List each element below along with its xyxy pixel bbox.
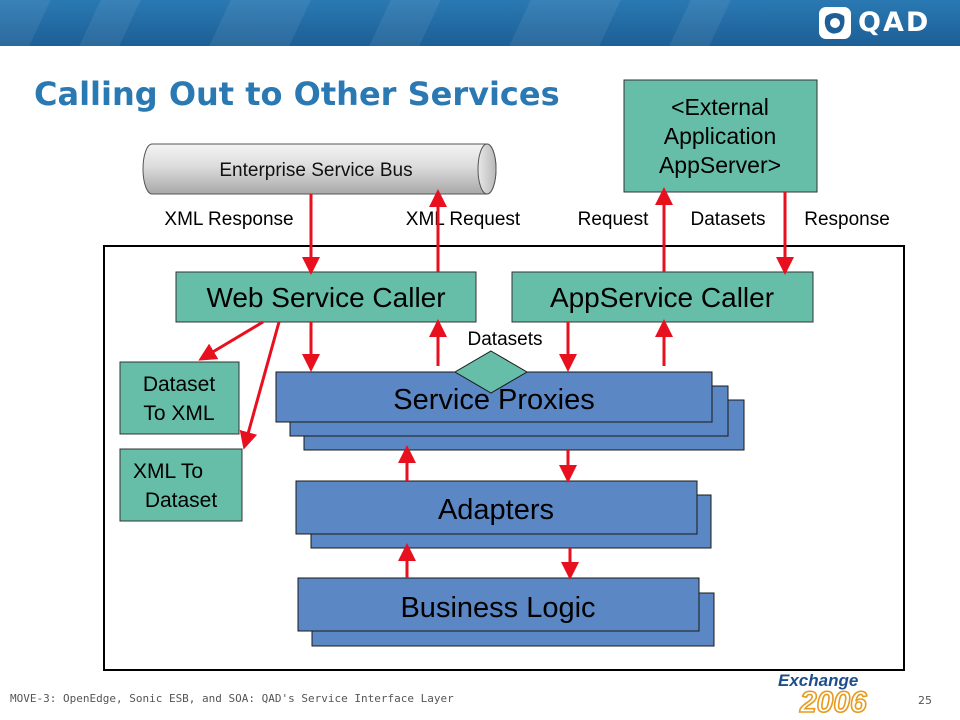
request-label: Request (578, 209, 649, 230)
enterprise-service-bus: Enterprise Service Bus (142, 143, 497, 195)
header-bar: QAD (0, 0, 960, 46)
datasets-mid-label: Datasets (468, 329, 543, 350)
external-appserver-box: <External Application AppServer> (623, 79, 818, 193)
business-logic-stack: Business Logic (297, 577, 715, 647)
external-appserver-line-2: Application (664, 123, 777, 149)
page-number: 25 (918, 694, 932, 707)
qad-logo-icon (819, 7, 851, 39)
external-appserver-line-1: <External (671, 94, 769, 120)
flow-arrows (198, 187, 794, 580)
exchange-2006-logo: Exchange 2006 (778, 671, 868, 716)
web-service-caller-label: Web Service Caller (206, 282, 445, 313)
exchange-word: Exchange (778, 671, 858, 690)
xml-to-dataset-line-2: Dataset (145, 489, 218, 512)
qad-logo: QAD (818, 6, 930, 40)
external-appserver-line-3: AppServer> (659, 152, 781, 178)
xml-to-dataset-line-1: XML To (133, 460, 203, 483)
business-logic-label: Business Logic (400, 592, 595, 624)
response-label: Response (804, 209, 890, 230)
datasets-diamond (454, 350, 528, 394)
slide-title: Calling Out to Other Services (34, 75, 560, 113)
service-proxies-stack: Service Proxies (275, 371, 745, 451)
footer-text: MOVE-3: OpenEdge, Sonic ESB, and SOA: QA… (10, 692, 454, 705)
dataset-to-xml-line-2: To XML (143, 402, 214, 425)
appservice-caller-box: AppService Caller (511, 271, 814, 323)
adapters-label: Adapters (438, 494, 554, 526)
dataset-to-xml-box: Dataset To XML (119, 361, 240, 435)
brand-name: QAD (858, 7, 931, 38)
web-service-caller-box: Web Service Caller (175, 271, 477, 323)
exchange-year: 2006 (799, 686, 867, 716)
arrow-to-xml-to-dataset (239, 321, 281, 450)
dataset-to-xml-line-1: Dataset (143, 373, 216, 396)
appservice-caller-label: AppService Caller (550, 282, 774, 313)
adapters-stack: Adapters (295, 480, 712, 549)
xml-response-label: XML Response (164, 209, 293, 230)
xml-to-dataset-box: XML To Dataset (119, 448, 243, 522)
arrow-to-dataset-to-xml (198, 320, 264, 361)
esb-label: Enterprise Service Bus (219, 160, 412, 181)
datasets-top-label: Datasets (691, 209, 766, 230)
xml-request-label: XML Request (406, 209, 521, 230)
